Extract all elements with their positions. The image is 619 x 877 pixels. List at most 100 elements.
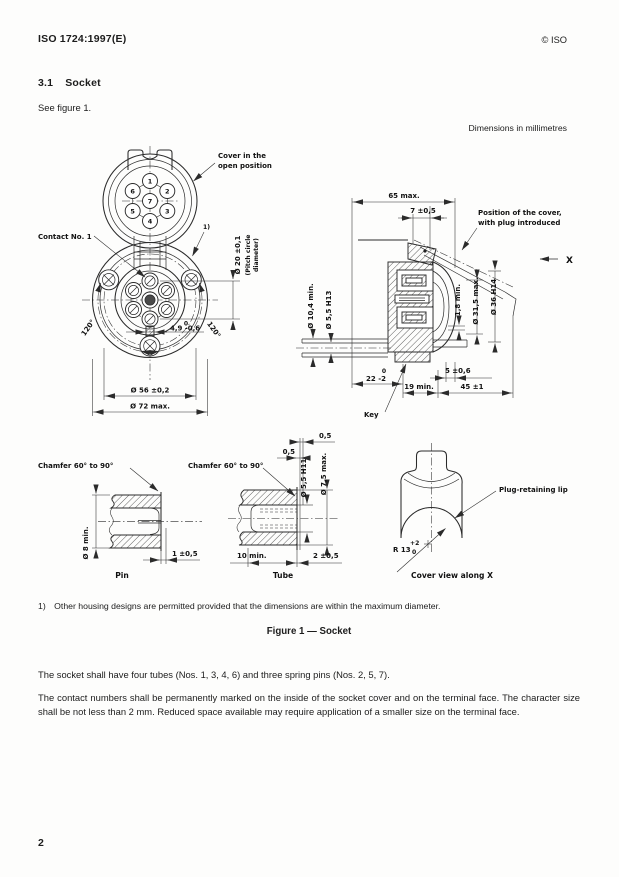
cover-pos-line2: with plug introduced: [478, 219, 560, 227]
cover-flap-open: [413, 239, 517, 317]
cover-hinge-tab: [127, 149, 173, 170]
cover-label-line2: open position: [218, 162, 272, 170]
screw-bottom: [139, 335, 161, 357]
front-view: 1 2 3 4 5 6 7: [38, 146, 272, 416]
dim-2: 2 ±0,5: [298, 552, 342, 566]
key-dim: 4,9 -0,6: [170, 325, 200, 333]
dim-pin-d8: Ø 8 min.: [82, 484, 110, 560]
pitch-sub-2: diameter): [253, 238, 260, 272]
dim-r13: R 13 +2 0: [393, 528, 446, 573]
view-x-label: X: [566, 256, 573, 266]
angle-arc-left: [95, 282, 151, 356]
cover-label-leader: [193, 162, 216, 182]
tube-chamfer-leader: [262, 467, 296, 497]
cover-contact-6: 6: [130, 187, 135, 195]
cover-pos-leader: [461, 227, 478, 251]
tube-bore-end: [250, 504, 260, 533]
dim-72: Ø 72 max.: [92, 359, 208, 416]
key-label: Key: [364, 411, 379, 419]
tube-break-edge: [236, 504, 242, 533]
angle-arc-right: [149, 282, 205, 356]
figure-caption: Figure 1 — Socket: [266, 626, 352, 637]
tube-upper-bore: [405, 277, 423, 284]
dim-5: 5 ±0,6: [430, 362, 492, 382]
cover-contact-7: 7: [148, 197, 153, 205]
pin-chamfer-leader: [129, 467, 159, 492]
dim-10-text: 10 min.: [237, 552, 267, 560]
tube-chamfer-label: Chamfer 60° to 90°: [188, 462, 263, 470]
dim-d55-text: Ø 5,5 H13: [325, 290, 333, 329]
dim-72-text: Ø 72 max.: [130, 403, 170, 411]
section-title: Socket: [65, 77, 101, 89]
contact1-label: Contact No. 1: [38, 233, 92, 241]
dim-05-top: 0,5: [289, 432, 335, 445]
dim-tube-d75: Ø 7,5 max.: [297, 453, 333, 556]
dim-05-mid-text: 0,5: [283, 448, 296, 456]
keyway-slot: [145, 325, 155, 337]
dim-22-upper: 0: [382, 368, 386, 375]
dim-d104-text: Ø 10,4 min.: [307, 283, 315, 328]
dim-tube-d55-text: Ø 5,5 H11: [300, 458, 308, 497]
hinge-arm: [133, 236, 167, 270]
dim-65-text: 65 max.: [388, 192, 419, 200]
center-slot: [394, 294, 430, 304]
cover-view-title: Cover view along X: [411, 571, 493, 580]
pitch-dim-text: Ø 20 ±0,1: [234, 235, 242, 274]
lip-leader: [454, 490, 497, 519]
copyright-notice: © ISO: [541, 35, 567, 45]
dim-pitch-circle: Ø 20 ±0,1 (Pitch circle diameter): [160, 235, 260, 331]
dim-pin-1: 1 ±0,5: [143, 550, 200, 563]
dim-22: 0 22 -2: [352, 364, 404, 398]
cover-pos-line1: Position of the cover,: [478, 209, 562, 217]
dim-65: 65 max.: [351, 192, 456, 388]
lid-dome-inner1: [432, 270, 450, 344]
r13-text: R 13: [393, 546, 411, 554]
cover-inner-circle: [114, 165, 186, 237]
dim-5-text: 5 ±0,6: [445, 367, 471, 375]
dim-19: 19 min.: [403, 316, 514, 398]
cover-contact-2: 2: [165, 187, 170, 195]
dim-56: Ø 56 ±0,2: [103, 348, 197, 400]
footnote: 1) Other housing designs are permitted p…: [38, 601, 580, 611]
dim-d315-text: Ø 31,5 max.: [472, 277, 480, 324]
see-figure-text: See figure 1.: [38, 102, 92, 113]
key-dim-upper: 0: [184, 321, 188, 328]
dim-22-text: 22 -2: [366, 375, 386, 383]
cover-label-line1: Cover in the: [218, 152, 266, 160]
lid-dome-outer: [432, 261, 457, 353]
dim-1-text: 1 ±0,5: [172, 550, 198, 558]
section-number: 3.1: [38, 77, 54, 89]
cover-contacts: 1 2 3 4 5 6 7: [124, 173, 176, 229]
cover-lip-curve1: [407, 472, 456, 482]
dim-56-text: Ø 56 ±0,2: [131, 387, 170, 395]
lid-dome-inner2: [432, 281, 445, 333]
dim-key-width: 0 4,9 -0,6: [126, 321, 204, 335]
dim-tube-d75-text: Ø 7,5 max.: [320, 453, 328, 495]
cover-view: Plug-retaining lip R 13 +2 0 Cover view …: [393, 443, 568, 580]
dim-2-text: 2 ±0,5: [313, 552, 339, 560]
cover-contact-1: 1: [148, 177, 153, 185]
lower-flange: [394, 351, 431, 363]
cable-tail: [296, 338, 392, 358]
section-heading: 3.1 Socket: [38, 77, 101, 89]
dim-cable-holes: Ø 10,4 min. Ø 5,5 H13: [307, 283, 334, 368]
key-leader: [384, 363, 407, 413]
cover-outer-circle: [102, 153, 198, 249]
pin-wall-top: [109, 494, 162, 509]
figure-1-drawing: 1 2 3 4 5 6 7: [38, 146, 573, 580]
cover-contact-3: 3: [165, 207, 170, 215]
pin-wall-bottom: [108, 534, 162, 549]
side-view: Ø 10,4 min. Ø 5,5 H13 1,8 min. Ø 31,5 ma…: [296, 192, 573, 419]
dim-d36-text: Ø 36 H14: [490, 279, 498, 315]
dim-7-text: 7 ±0,5: [410, 207, 436, 215]
dim-d8-text: Ø 8 min.: [82, 526, 90, 559]
footnote-ref-leader: [192, 231, 205, 257]
pitch-sub-1: (Pitch circle: [245, 235, 252, 276]
page-number: 2: [38, 837, 45, 849]
dim-19-text: 19 min.: [404, 383, 434, 391]
dim-18-text: 1,8 min.: [454, 284, 462, 316]
tube-wall-top: [238, 489, 298, 506]
dimensions-note: Dimensions in millimetres: [468, 123, 567, 133]
tube-lower-bore: [405, 314, 423, 321]
